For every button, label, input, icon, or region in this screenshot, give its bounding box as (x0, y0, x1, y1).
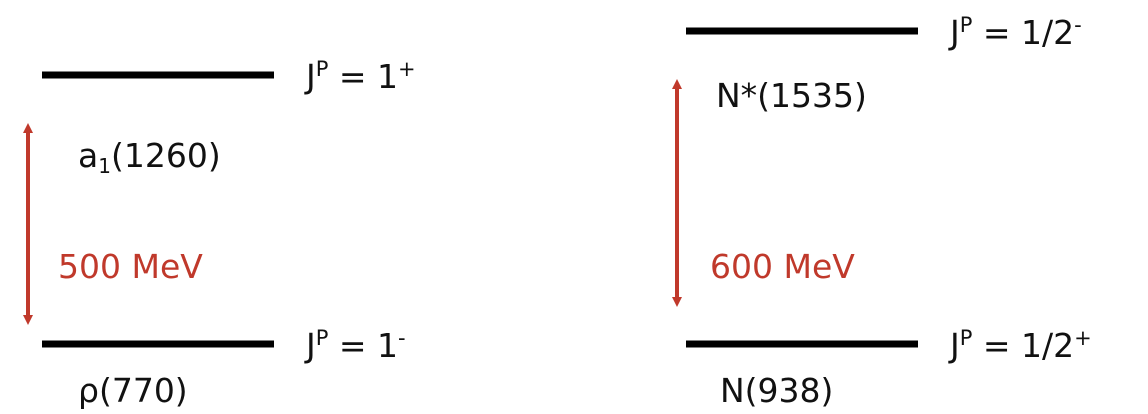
baryon-upper-state-name: N*(1535) (716, 76, 867, 115)
meson-lower-state-name: ρ(770) (78, 371, 188, 410)
baryon-group: JP = 1/2- N*(1535) 600 MeV JP = 1/2+ N(9… (672, 13, 1092, 410)
baryon-gap-energy-label: 600 MeV (710, 247, 855, 286)
meson-gap-energy-label: 500 MeV (58, 247, 203, 286)
meson-upper-state-name: a1(1260) (78, 136, 221, 178)
meson-lower-jp-label: JP = 1- (304, 326, 406, 365)
meson-upper-jp-label: JP = 1+ (304, 57, 416, 96)
meson-group: JP = 1+ a1(1260) 500 MeV JP = 1- ρ(770) (23, 57, 416, 410)
baryon-lower-jp-label: JP = 1/2+ (948, 326, 1092, 365)
baryon-lower-state-name: N(938) (720, 371, 833, 410)
baryon-upper-jp-label: JP = 1/2- (948, 13, 1082, 52)
